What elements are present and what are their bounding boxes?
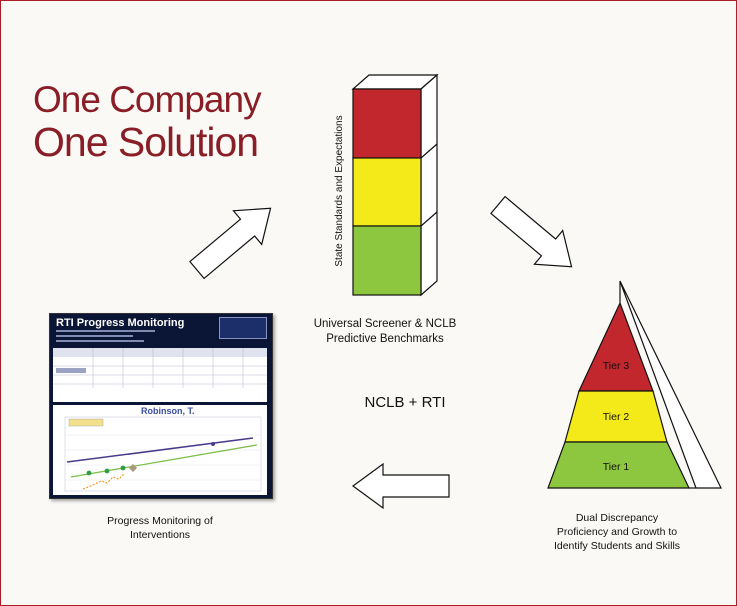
stack-side-label: State Standards and Expectations — [334, 115, 345, 266]
tier-3-label: Tier 3 — [603, 360, 630, 372]
screenshot-caption-line: Progress Monitoring of — [107, 515, 213, 527]
stack-side-face — [420, 73, 438, 297]
table-header-row — [53, 348, 267, 357]
center-label: NCLB + RTI — [364, 394, 446, 411]
progress-monitoring-screenshot: RTI Progress Monitoring Robinson, T. — [49, 313, 273, 499]
stack-caption: Universal Screener & NCLB Predictive Ben… — [297, 317, 473, 347]
title-line-two: One Solution — [33, 119, 259, 165]
screenshot-chart: Robinson, T. — [53, 405, 267, 495]
pyramid-caption-line: Dual Discrepancy — [575, 512, 659, 524]
plot-marker — [129, 464, 137, 472]
screenshot-table — [53, 348, 267, 402]
plot-point — [86, 470, 92, 476]
stack-caption-line: Universal Screener & NCLB — [313, 318, 457, 330]
tier-pyramid: Tier 3 Tier 2 Tier 1 — [547, 280, 722, 489]
pyramid-tier-3 — [578, 301, 654, 392]
stack-block-green — [352, 225, 422, 296]
table-cell-fill — [56, 368, 86, 373]
stack-side-divider — [420, 143, 438, 159]
arrow-up-right-icon — [189, 207, 272, 280]
plot-trend-line — [70, 444, 258, 478]
screenshot-chart-plot — [64, 416, 262, 492]
screenshot-logo — [219, 317, 267, 339]
pyramid-side-face — [619, 280, 722, 489]
screenshot-table-grid — [53, 348, 267, 388]
pyramid-tier-1 — [547, 441, 690, 489]
pyramid-caption-line: Identify Students and Skills — [553, 540, 681, 552]
screenshot-title: RTI Progress Monitoring — [56, 317, 185, 329]
stack-caption-line: Predictive Benchmarks — [326, 333, 444, 345]
plot-point — [120, 465, 126, 471]
stack-block-yellow — [352, 157, 422, 227]
stack-side-divider — [420, 211, 438, 227]
arrow-left-icon — [351, 462, 450, 510]
benchmark-stack: State Standards and Expectations — [334, 73, 439, 297]
screenshot-caption-line: Interventions — [129, 529, 191, 541]
arrow-down-right-icon — [490, 195, 573, 268]
plot-point — [104, 468, 110, 474]
screenshot-subtext — [56, 330, 166, 348]
screenshot-student-name: Robinson, T. — [141, 406, 195, 416]
plot-area — [64, 416, 262, 492]
pyramid-caption: Dual Discrepancy Proficiency and Growth … — [529, 511, 705, 553]
plot-score-line — [82, 472, 126, 490]
tier-1-label: Tier 1 — [603, 461, 630, 473]
tier-2-label: Tier 2 — [603, 411, 630, 423]
stack-block-red — [352, 88, 422, 159]
plot-goal-line — [66, 437, 254, 463]
plot-legend-box — [68, 418, 104, 427]
screenshot-caption: Progress Monitoring of Interventions — [69, 514, 251, 542]
plot-point — [211, 442, 215, 446]
title-line-one: One Company — [33, 79, 262, 120]
pyramid-caption-line: Proficiency and Growth to — [556, 526, 678, 538]
